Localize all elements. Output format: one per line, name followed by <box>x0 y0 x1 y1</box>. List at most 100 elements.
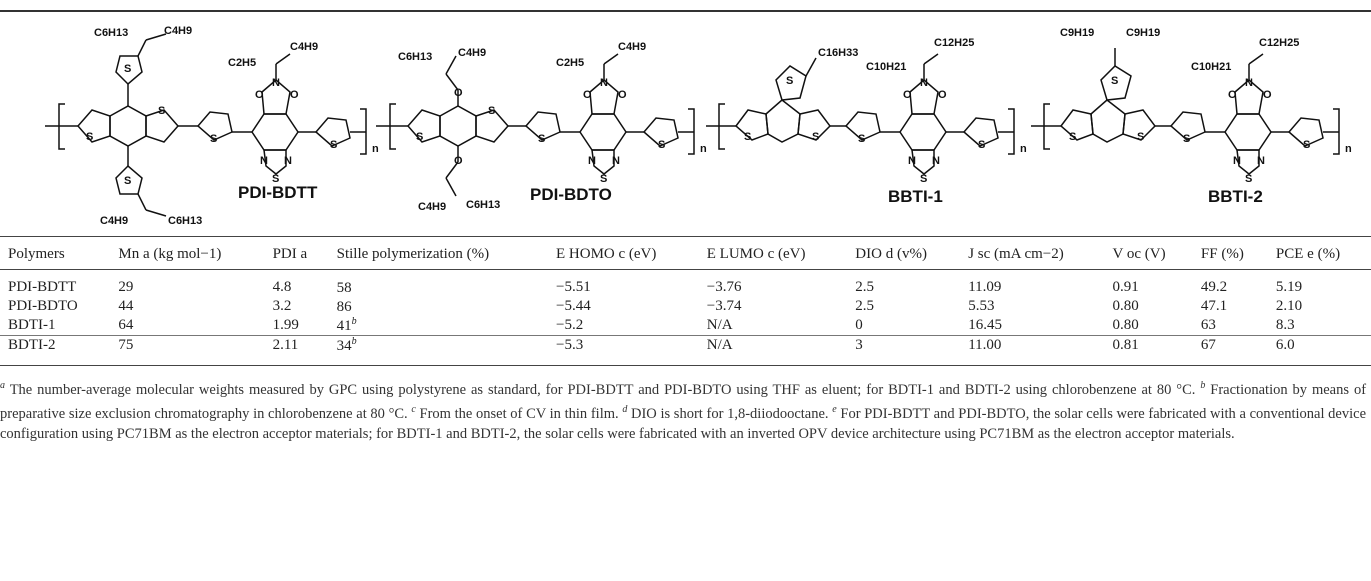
cell-value: 34 <box>336 338 352 354</box>
repeat-n: n <box>700 143 707 155</box>
cell: 29 <box>118 279 134 295</box>
atom-s: S <box>1183 133 1190 145</box>
atom-s: S <box>416 131 423 143</box>
atom-s: S <box>920 173 927 185</box>
structure-pdi-bdto <box>376 53 695 197</box>
cell: −5.51 <box>556 279 591 295</box>
atom-s: S <box>210 133 217 145</box>
atom-s: S <box>124 63 131 75</box>
structure-label: BBTI-1 <box>888 187 943 206</box>
table-row: BDTI-1 64 1.99 41b −5.2 N/A 0 16.45 0.80… <box>0 316 1371 336</box>
cell: 2.10 <box>1275 298 1303 314</box>
atom-o: O <box>1263 89 1272 101</box>
table-top-rule <box>0 236 1371 237</box>
table-bottom-rule <box>0 365 1371 366</box>
cell: 11.09 <box>968 279 1002 295</box>
atom-n: N <box>1245 77 1253 89</box>
col-header: FF (%) <box>1200 246 1244 262</box>
alkyl-label: C16H33 <box>818 47 858 59</box>
atom-s: S <box>786 75 793 87</box>
col-header: Stille polymerization (%) <box>336 246 490 262</box>
cell: 0.91 <box>1112 279 1139 295</box>
atom-n: N <box>284 155 292 167</box>
alkyl-label: C4H9 <box>290 41 318 53</box>
atom-s: S <box>858 133 865 145</box>
top-rule <box>0 10 1371 12</box>
cell: 75 <box>110 335 265 355</box>
alkyl-label: C12H25 <box>1259 37 1299 49</box>
cell: PDI-BDTO <box>8 298 78 314</box>
alkyl-label: C2H5 <box>556 57 584 69</box>
repeat-n: n <box>372 143 379 155</box>
cell: 0.80 <box>1112 317 1139 333</box>
col-header: DIO d (v%) <box>855 246 927 262</box>
cell-value: 58 <box>336 280 352 296</box>
atom-s: S <box>1111 75 1118 87</box>
alkyl-label: C2H5 <box>228 57 256 69</box>
atom-o: O <box>938 89 947 101</box>
cell: 2.5 <box>855 298 875 314</box>
atom-o: O <box>903 89 912 101</box>
structure-label: BBTI-2 <box>1208 187 1263 206</box>
footnote-mark: b <box>351 316 357 327</box>
cell: 44 <box>118 298 134 314</box>
atom-s: S <box>1137 131 1144 143</box>
atom-s: S <box>812 131 819 143</box>
footnote-mark: d <box>622 403 628 415</box>
atom-s: S <box>1245 173 1252 185</box>
cell: 5.53 <box>968 298 995 314</box>
col-header: V oc (V) <box>1112 246 1166 262</box>
atom-o: O <box>255 89 264 101</box>
chemical-structures: S S S S S S N O O N N S n C6H13 C4H9 C4H… <box>0 14 1371 232</box>
cell: 47.1 <box>1200 298 1228 314</box>
structure-bbti-2 <box>1031 48 1340 175</box>
footnote-text: For PDI-BDTT and PDI-BDTO, the solar cel… <box>0 405 1367 442</box>
atom-o: O <box>454 155 463 167</box>
atom-o: O <box>454 87 463 99</box>
cell: BDTI-2 <box>0 335 111 355</box>
cell: 5.19 <box>1275 279 1303 295</box>
footnote-mark: c <box>411 403 416 415</box>
cell: 11.00 <box>960 335 1105 355</box>
cell: −3.74 <box>706 298 742 314</box>
cell: N/A <box>706 317 733 333</box>
atom-s: S <box>124 175 131 187</box>
atom-s: S <box>1303 139 1310 151</box>
atom-s: S <box>658 139 665 151</box>
col-header: Polymers <box>8 246 65 262</box>
cell: N/A <box>698 335 848 355</box>
cell: 1.99 <box>272 317 299 333</box>
alkyl-label: C9H19 <box>1126 27 1160 39</box>
footnote-paragraph: a The number-average molecular weights m… <box>0 376 1366 444</box>
alkyl-label: C4H9 <box>164 25 192 37</box>
alkyl-label: C6H13 <box>398 51 432 63</box>
table-footnotes: a The number-average molecular weights m… <box>0 376 1366 444</box>
alkyl-label: C10H21 <box>866 61 906 73</box>
atom-o: O <box>290 89 299 101</box>
footnote-text: The number-average molecular weights mea… <box>9 381 1196 398</box>
atom-n: N <box>932 155 940 167</box>
col-header: PCE e (%) <box>1275 246 1341 262</box>
atom-n: N <box>588 155 596 167</box>
cell: −5.3 <box>548 335 699 355</box>
atom-n: N <box>920 77 928 89</box>
atom-n: N <box>612 155 620 167</box>
atom-s: S <box>978 139 985 151</box>
footnote-text: DIO is short for 1,8-diiodooctane. <box>631 405 829 422</box>
repeat-n: n <box>1020 143 1027 155</box>
atom-n: N <box>1257 155 1265 167</box>
cell: 3 <box>847 335 961 355</box>
col-header: E HOMO c (eV) <box>556 246 657 262</box>
alkyl-label: C6H13 <box>94 27 128 39</box>
structure-pdi-bdtt <box>45 33 367 217</box>
cell: 49.2 <box>1200 279 1228 295</box>
atom-s: S <box>158 105 165 117</box>
structure-bbti-1 <box>706 53 1015 175</box>
cell: 41b <box>329 316 548 336</box>
footnote-text: Fractionation by means of preparative si… <box>0 381 1367 422</box>
cell: 0 <box>855 317 863 333</box>
alkyl-label: C10H21 <box>1191 61 1231 73</box>
cell: BDTI-1 <box>8 317 56 333</box>
footnote-mark: b <box>351 336 357 347</box>
table-row: BDTI-2 75 2.11 34b −5.3 N/A 3 11.00 0.81… <box>0 335 1371 355</box>
